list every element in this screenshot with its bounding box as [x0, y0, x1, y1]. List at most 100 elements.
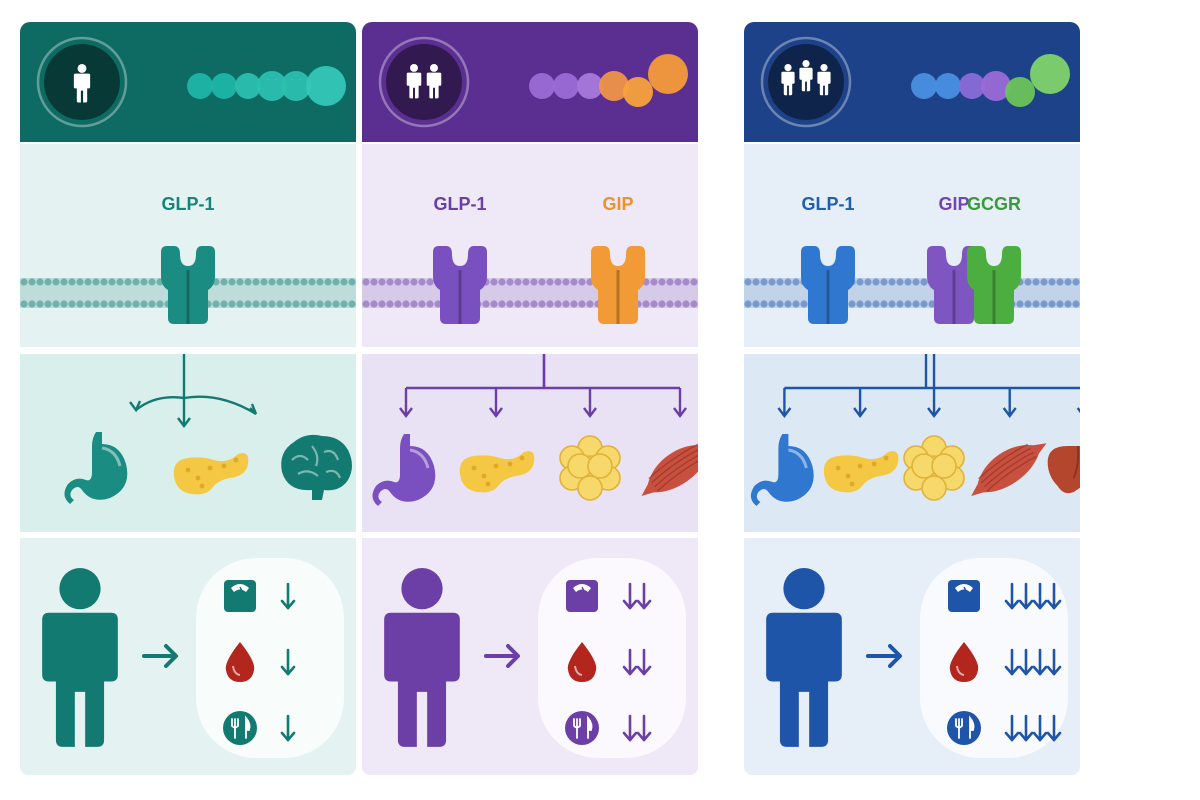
person-icon — [799, 60, 813, 92]
target-organ-panel — [744, 354, 1080, 532]
header-graphic — [36, 36, 346, 128]
receptor-label: GLP-1 — [433, 194, 486, 214]
down-arrow-icon — [622, 648, 638, 676]
column-header — [362, 22, 698, 142]
down-arrow-icon — [280, 714, 296, 742]
signal-pathway — [399, 354, 687, 418]
receptor-label: GIP — [602, 194, 633, 214]
right-arrow-icon — [484, 644, 520, 668]
receptor-label: GLP-1 — [801, 194, 854, 214]
column-header — [20, 22, 356, 142]
blood-drop-icon — [567, 642, 597, 682]
down-arrow-icon — [636, 648, 652, 676]
down-arrow-icon — [1046, 714, 1062, 742]
receptor-panel: GLP-1 GIP — [362, 144, 698, 347]
person-icon — [406, 64, 422, 99]
blood-drop-icon — [225, 642, 255, 682]
organ-graphic — [372, 354, 698, 506]
right-arrow-icon — [142, 644, 178, 668]
organ-graphic — [750, 354, 1080, 506]
down-arrow-icon — [1018, 714, 1034, 742]
down-arrow-icon — [1046, 648, 1062, 676]
receptor-label: GLP-1 — [161, 194, 214, 214]
signal-pathway — [777, 354, 1080, 418]
clinical-effects-panel — [20, 538, 356, 775]
person-icon — [766, 568, 842, 747]
person-icon — [384, 568, 460, 747]
down-arrow-icon — [1004, 714, 1020, 742]
pancreas-icon — [459, 451, 535, 493]
adipose-tissue-icon — [903, 435, 965, 501]
agonist-badge — [378, 36, 470, 128]
receptor-icon — [161, 246, 215, 324]
stomach-icon — [750, 434, 814, 506]
brain-icon — [281, 434, 352, 500]
clinical-effects-panel — [362, 538, 698, 775]
down-arrow-icon — [280, 648, 296, 676]
signal-pathway — [129, 354, 258, 428]
person-icon — [817, 64, 831, 96]
fork-knife-icon — [223, 711, 257, 745]
stomach-icon — [64, 432, 128, 504]
person-icon — [42, 568, 118, 747]
down-arrow-icon — [636, 582, 652, 610]
target-organ-panel — [20, 354, 356, 532]
effects-graphic — [384, 558, 686, 758]
cell-membrane — [362, 278, 698, 308]
fork-knife-icon — [565, 711, 599, 745]
column-header — [744, 22, 1080, 142]
down-arrow-icon — [1032, 714, 1048, 742]
header-graphic — [378, 36, 688, 128]
receptor-icon — [967, 246, 1021, 324]
effects-graphic — [42, 558, 344, 758]
adipose-tissue-icon — [559, 435, 621, 501]
person-icon — [426, 64, 442, 99]
blood-drop-icon — [949, 642, 979, 682]
scale-icon — [224, 580, 256, 612]
person-icon — [73, 64, 91, 103]
scale-icon — [566, 580, 598, 612]
peptide-chain-icon — [911, 54, 1070, 107]
muscle-icon — [641, 443, 698, 497]
peptide-chain-icon — [529, 54, 688, 107]
outcome-card — [196, 558, 344, 758]
organ-graphic — [64, 354, 352, 504]
outcome-card — [920, 558, 1068, 758]
receptor-icon — [433, 246, 487, 324]
person-icon — [781, 64, 795, 96]
agonist-badge — [36, 36, 128, 128]
clinical-effects-panel — [744, 538, 1080, 775]
target-organ-panel — [362, 354, 698, 532]
down-arrow-icon — [1004, 582, 1020, 610]
receptor-graphic: GLP-1 — [20, 194, 356, 324]
right-arrow-icon — [866, 644, 902, 668]
stomach-icon — [372, 434, 436, 506]
receptor-label: GCGR — [967, 194, 1021, 214]
pancreas-icon — [173, 453, 249, 495]
scale-icon — [948, 580, 980, 612]
down-arrow-icon — [1018, 648, 1034, 676]
down-arrow-icon — [622, 714, 638, 742]
down-arrow-icon — [1046, 582, 1062, 610]
receptor-icon — [801, 246, 855, 324]
fork-knife-icon — [947, 711, 981, 745]
receptor-icon — [591, 246, 645, 324]
down-arrow-icon — [1004, 648, 1020, 676]
down-arrow-icon — [636, 714, 652, 742]
cell-membrane — [744, 278, 1080, 308]
muscle-icon — [971, 443, 1047, 497]
down-arrow-icon — [622, 582, 638, 610]
receptor-label: GIP — [938, 194, 969, 214]
down-arrow-icon — [1032, 648, 1048, 676]
outcome-card — [538, 558, 686, 758]
agonist-badge — [760, 36, 852, 128]
receptor-panel: GLP-1 — [20, 144, 356, 347]
down-arrow-icon — [1018, 582, 1034, 610]
header-graphic — [760, 36, 1070, 128]
effects-graphic — [766, 558, 1068, 758]
receptor-graphic: GLP-1 GIP — [362, 194, 698, 324]
down-arrow-icon — [1032, 582, 1048, 610]
liver-icon — [1047, 445, 1080, 494]
